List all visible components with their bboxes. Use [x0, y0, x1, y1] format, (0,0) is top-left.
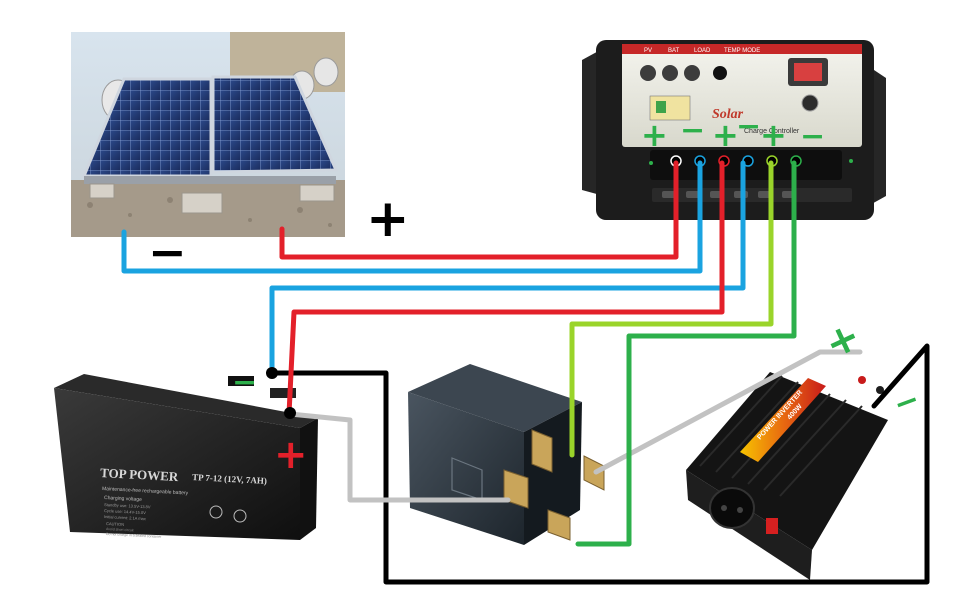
controller-minus-mark-1: − — [680, 113, 705, 148]
controller-top-label-load: LOAD — [694, 48, 711, 54]
power-inverter: POWER INVERTER 400W — [686, 372, 888, 580]
solar-panel-photo — [71, 32, 345, 237]
controller-button — [801, 94, 819, 112]
wire-battery-negative — [269, 160, 746, 376]
battery-caution-2: Do not charge in a sealed container — [106, 532, 162, 539]
wires — [121, 160, 930, 585]
controller-plus-mark-3: + — [760, 116, 787, 154]
panel-plus-mark: + — [366, 189, 410, 249]
panel-minus-mark: − — [148, 225, 187, 279]
wire-load-positive — [569, 160, 774, 458]
battery-minus-mark: − — [232, 365, 257, 400]
inverter-pos-terminal — [858, 376, 866, 384]
wire-inverter-relay-out — [593, 349, 863, 475]
inverter-socket — [709, 487, 755, 529]
polarity-marks: − + + − + − + − + − + − — [148, 109, 925, 478]
battery-neg-terminal-node — [266, 367, 278, 379]
battery-spec-2: Cycle use: 14.4V-15.0V — [104, 508, 146, 515]
battery-pos-terminal-node — [284, 407, 296, 419]
solar-panel-right — [211, 75, 339, 174]
battery-spec-3: Initial current: 2.1A max — [104, 514, 146, 521]
controller-minus-mark-3: − — [800, 119, 825, 154]
no-dispose-icon — [233, 509, 247, 523]
controller-top-label-bat: BAT — [668, 48, 680, 54]
controller-model: Charge Controller — [744, 128, 800, 135]
battery-subtitle: Maintenance-free rechargeable battery — [102, 486, 189, 497]
inverter-minus-mark: − — [889, 382, 925, 423]
wire-battery-positive — [286, 160, 725, 417]
controller-plus-mark-2: + — [712, 116, 739, 154]
battery: TOP POWER TP 7-12 (12V, 7AH) Maintenance… — [54, 374, 318, 540]
wire-inverter-relay-in — [287, 411, 511, 503]
relay-pin-87 — [547, 509, 571, 541]
battery-model: TP 7-12 (12V, 7AH) — [192, 472, 267, 486]
recycle-icon — [209, 505, 223, 519]
battery-caution-1: Avoid short circuit — [106, 527, 134, 532]
controller-top-label-mode: TEMP MODE — [724, 48, 760, 54]
battery-plus-mark: + — [274, 432, 308, 478]
inverter-plus-mark: + — [818, 313, 868, 369]
relay — [408, 364, 605, 545]
wire-ground — [269, 343, 930, 585]
controller-led-pv — [640, 65, 656, 81]
relay-pin-85 — [531, 429, 553, 473]
controller-plus-mark-1: + — [641, 116, 668, 154]
battery-brand: TOP POWER — [100, 465, 179, 484]
battery-spec-0: Charging voltage — [104, 495, 142, 503]
controller-led-load — [684, 65, 700, 81]
wire-load-negative — [575, 160, 797, 547]
controller-top-label-pv: PV — [644, 48, 652, 54]
battery-caution-0: CAUTION — [106, 521, 124, 527]
battery-spec-1: Standby use: 13.5V-13.8V — [104, 502, 151, 509]
inverter-switch — [766, 518, 778, 534]
controller-minus-mark-2: − — [736, 109, 761, 144]
controller-brand: Solar — [712, 107, 744, 122]
wire-panel-positive — [279, 160, 679, 260]
controller-led-bat — [662, 65, 678, 81]
controller-sensor — [713, 66, 727, 80]
wire-panel-negative — [121, 160, 703, 274]
